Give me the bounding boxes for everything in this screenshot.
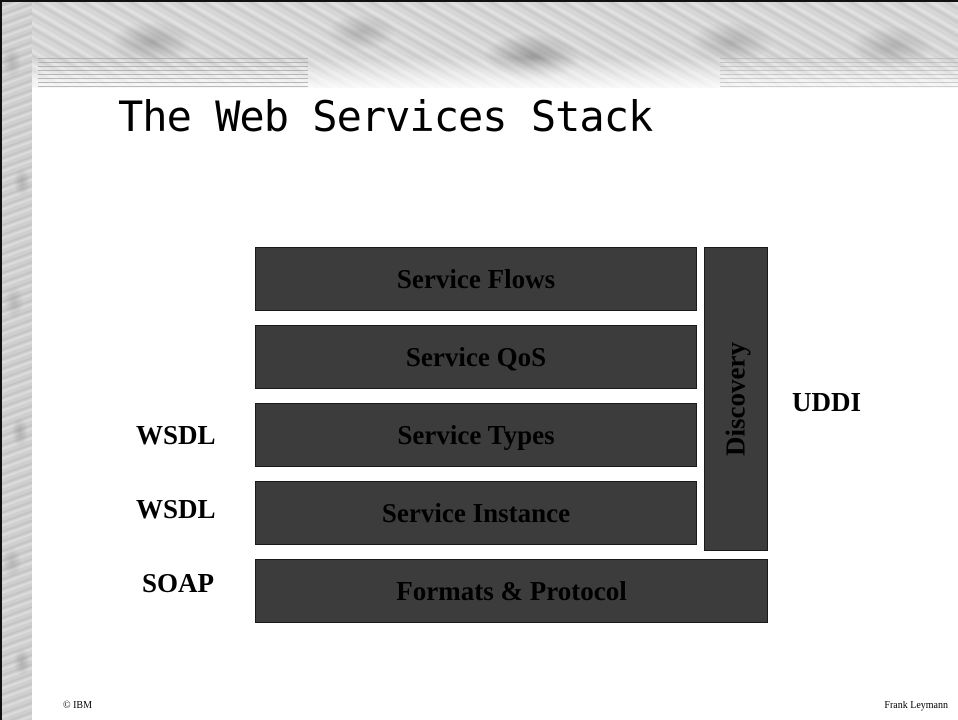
footer-copyright: © IBM xyxy=(63,700,92,711)
annotation-wsdl-instance: WSDL xyxy=(136,494,216,524)
decorative-left-strip xyxy=(2,2,32,720)
layer-label: Service Instance xyxy=(381,497,571,528)
slide-title: The Web Services Stack xyxy=(118,92,653,141)
layer-label: Service QoS xyxy=(405,341,547,372)
stack-layer-service-flows: Service Flows xyxy=(255,247,697,311)
layer-label: Formats & Protocol xyxy=(396,575,627,606)
layer-label: Service Types xyxy=(397,419,555,450)
stack-layer-service-types: Service Types xyxy=(255,403,697,467)
discovery-label: Discovery xyxy=(720,342,751,456)
decorative-banner-lines xyxy=(38,58,308,88)
slide-frame-top xyxy=(0,0,958,2)
stack-layer-discovery: Discovery xyxy=(704,247,768,551)
decorative-banner-lines-right xyxy=(720,58,958,88)
stack-layer-service-qos: Service QoS xyxy=(255,325,697,389)
annotation-wsdl-types: WSDL xyxy=(136,420,216,450)
annotation-soap: SOAP xyxy=(142,568,215,598)
footer-author: Frank Leymann xyxy=(884,700,948,711)
slide-frame-left xyxy=(0,0,2,720)
layer-label: Service Flows xyxy=(396,263,556,294)
stack-layer-formats-protocol: Formats & Protocol xyxy=(255,559,768,623)
stack-layer-service-instance: Service Instance xyxy=(255,481,697,545)
annotation-uddi: UDDI xyxy=(792,387,862,417)
